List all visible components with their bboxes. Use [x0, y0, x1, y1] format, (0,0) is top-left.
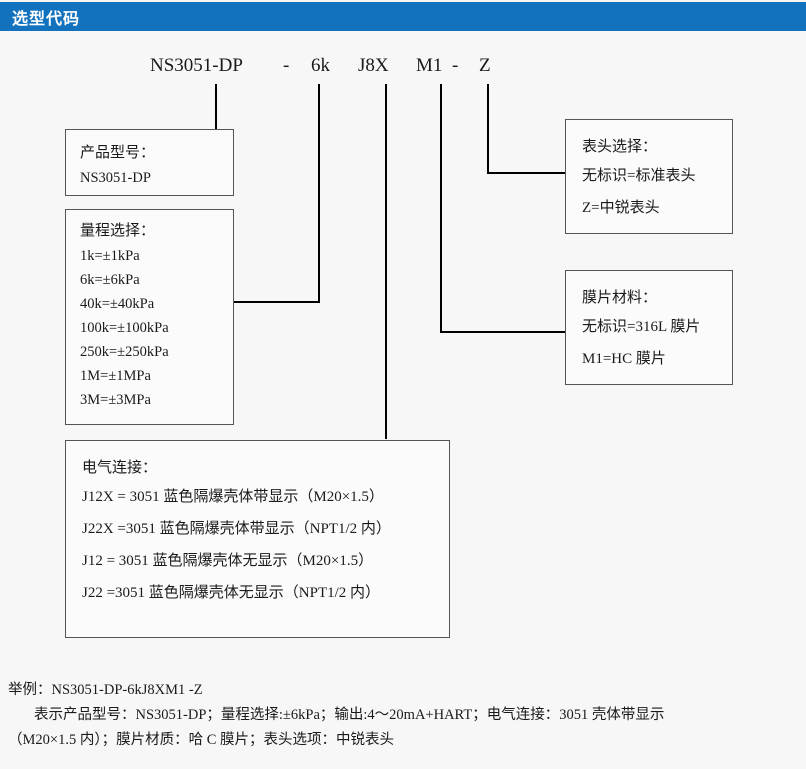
box-product-model-title: 产品型号： — [80, 145, 156, 161]
leader-line-diaphragm-horizontal — [440, 331, 566, 333]
code-segment-model: NS3051-DP — [150, 55, 243, 76]
box-diaphragm-material: 膜片材料： 无标识=316L 膜片 M1=HC 膜片 — [565, 270, 733, 385]
range-option-250k: 250k=±250kPa — [80, 344, 169, 360]
page-header-bar: 选型代码 — [0, 2, 806, 31]
leader-line-range-vertical — [318, 84, 320, 303]
example-line-3: （M20×1.5 内）；膜片材质：哈 C 膜片；表头选项：中锐表头 — [8, 732, 394, 748]
head-option-z: Z=中锐表头 — [582, 200, 660, 216]
range-option-100k: 100k=±100kPa — [80, 320, 169, 336]
box-product-model-row: NS3051-DP — [80, 170, 151, 186]
example-line-1: 举例：NS3051-DP-6kJ8XM1 -Z — [8, 682, 203, 698]
code-segment-head: Z — [479, 55, 491, 76]
box-diaphragm-material-title: 膜片材料： — [582, 290, 658, 306]
box-product-model: 产品型号： NS3051-DP — [65, 129, 234, 196]
electrical-option-j12x: J12X = 3051 蓝色隔爆壳体带显示（M20×1.5） — [82, 489, 384, 505]
leader-line-diaphragm-vertical — [440, 84, 442, 333]
box-head-selection: 表头选择： 无标识=标准表头 Z=中锐表头 — [565, 119, 733, 234]
head-option-standard: 无标识=标准表头 — [582, 168, 696, 184]
box-electrical-connection-title: 电气连接： — [82, 460, 158, 476]
range-option-40k: 40k=±40kPa — [80, 296, 155, 312]
range-option-1m: 1M=±1MPa — [80, 368, 151, 384]
range-option-1k: 1k=±1kPa — [80, 248, 140, 264]
diaphragm-option-m1: M1=HC 膜片 — [582, 351, 666, 367]
code-segment-range: 6k — [311, 55, 330, 76]
code-segment-dash-1: - — [283, 55, 290, 76]
page-title: 选型代码 — [12, 8, 81, 28]
range-option-6k: 6k=±6kPa — [80, 272, 140, 288]
code-segment-electrical: J8X — [358, 55, 389, 76]
box-range-selection: 量程选择： 1k=±1kPa 6k=±6kPa 40k=±40kPa 100k=… — [65, 209, 234, 425]
code-segment-diaphragm: M1 — [416, 55, 443, 76]
box-head-selection-title: 表头选择： — [582, 139, 658, 155]
leader-line-head-vertical — [487, 84, 489, 174]
electrical-option-j22: J22 =3051 蓝色隔爆壳体无显示（NPT1/2 内） — [82, 585, 381, 601]
electrical-option-j12: J12 = 3051 蓝色隔爆壳体无显示（M20×1.5） — [82, 553, 374, 569]
example-line-2: 表示产品型号：NS3051-DP；量程选择:±6kPa；输出:4～20mA+HA… — [34, 707, 665, 723]
box-electrical-connection: 电气连接： J12X = 3051 蓝色隔爆壳体带显示（M20×1.5） J22… — [65, 440, 450, 638]
code-segment-dash-2: - — [452, 55, 459, 76]
electrical-option-j22x: J22X =3051 蓝色隔爆壳体带显示（NPT1/2 内） — [82, 521, 391, 537]
leader-line-range-horizontal — [233, 301, 320, 303]
leader-line-electrical — [385, 84, 387, 439]
model-code-string: NS3051-DP - 6k J8X M1 - Z — [150, 54, 570, 80]
range-option-3m: 3M=±3MPa — [80, 392, 151, 408]
example-section: 举例：NS3051-DP-6kJ8XM1 -Z 表示产品型号：NS3051-DP… — [8, 678, 798, 753]
leader-line-model — [215, 84, 217, 130]
leader-line-head-horizontal — [487, 172, 566, 174]
box-range-selection-title: 量程选择： — [80, 223, 156, 239]
diaphragm-option-316l: 无标识=316L 膜片 — [582, 319, 701, 335]
